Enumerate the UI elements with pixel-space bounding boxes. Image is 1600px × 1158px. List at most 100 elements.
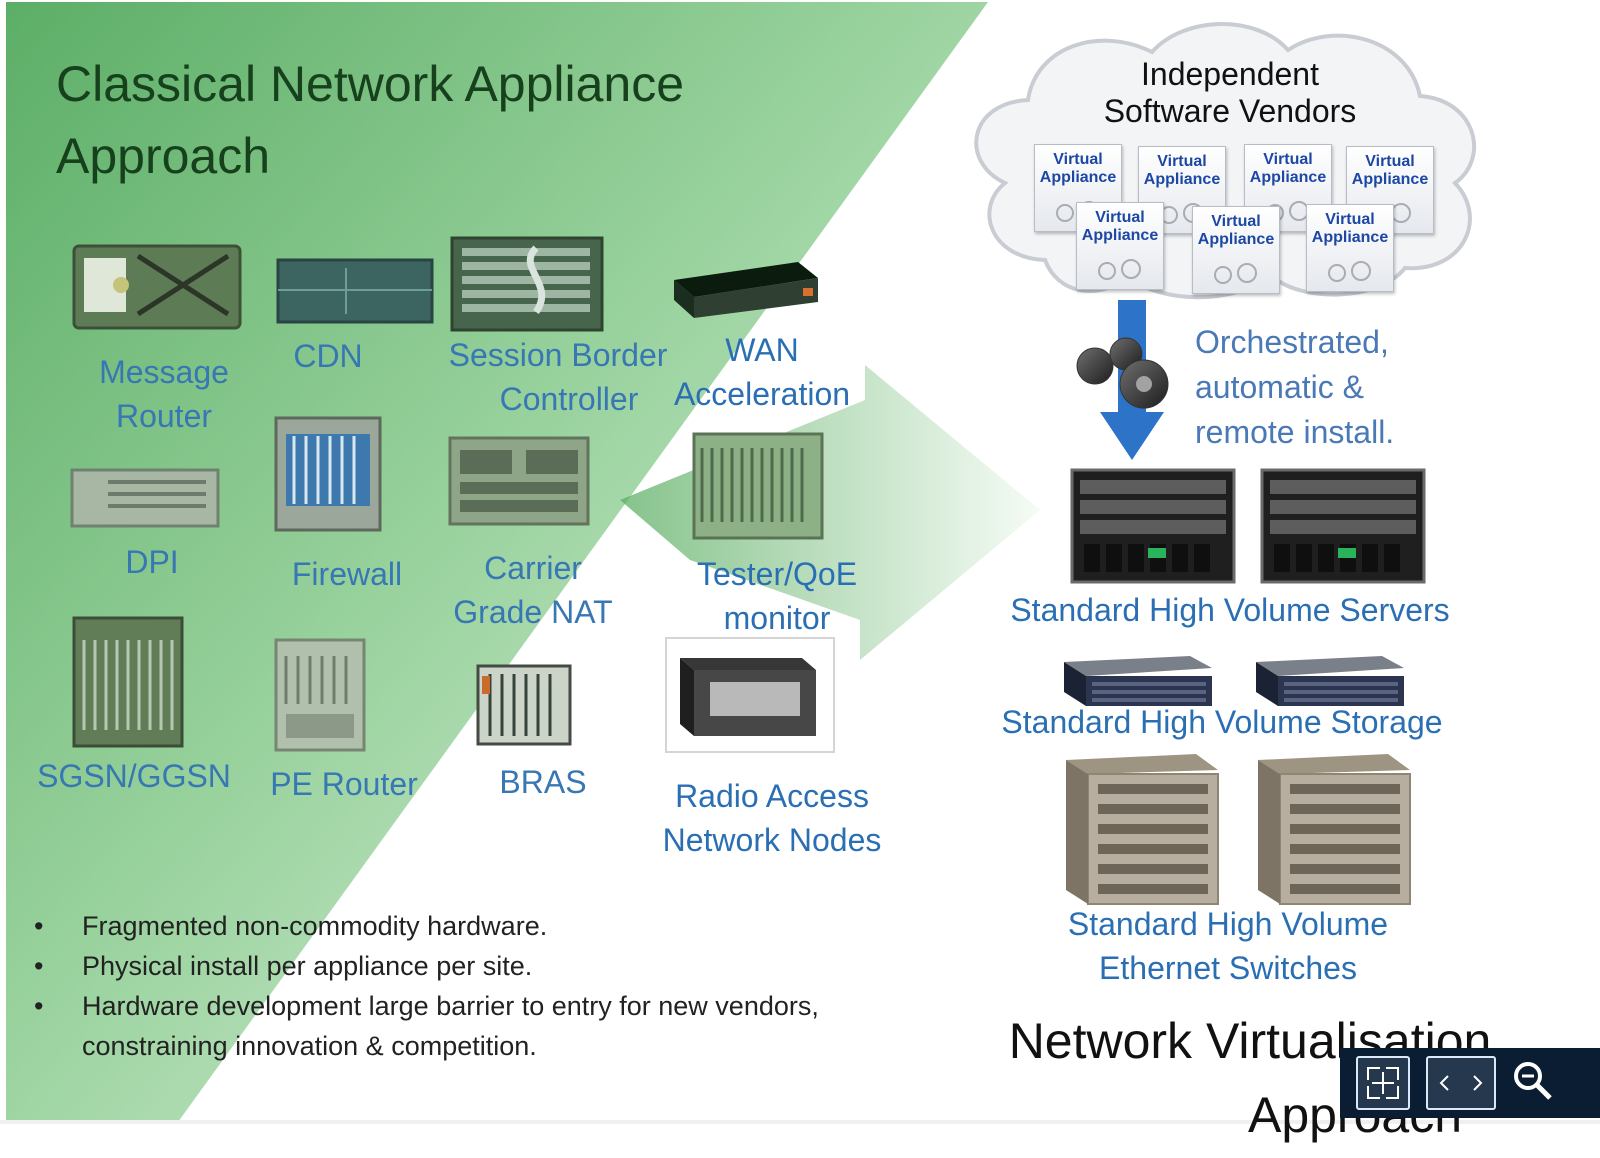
classical-approach-bullets: •Fragmented non-commodity hardware. •Phy… <box>34 906 834 1066</box>
bras-device-image <box>476 664 572 746</box>
virtual-appliance-label-line-1: Virtual <box>1325 211 1375 228</box>
virtual-appliance-label-line-2: Appliance <box>1249 169 1327 186</box>
orchestration-line-3: remote install. <box>1195 414 1395 450</box>
wan-acceleration-device-image <box>674 262 818 318</box>
firewall-device-image <box>274 416 382 532</box>
virtual-appliance-label-line-1: Virtual <box>1263 151 1313 168</box>
tester-qoe-monitor-label-line-1: Tester/QoE <box>696 556 858 592</box>
orchestration-arrow <box>1076 300 1169 460</box>
cdn-label: CDN <box>288 334 368 378</box>
sgsn-ggsn-label: SGSN/GGSN <box>36 754 232 798</box>
switches-label-line-2: Ethernet Switches <box>1099 950 1357 986</box>
virtual-appliance-label-line-2: Appliance <box>1039 169 1117 186</box>
session-border-controller-label-line-1: Session Border <box>448 337 668 373</box>
virtual-appliance-label-line-1: Virtual <box>1211 213 1261 230</box>
cdn-label-line-1: CDN <box>293 338 363 374</box>
switches-label: Standard High Volume Ethernet Switches <box>1028 902 1428 990</box>
bullet-text: Hardware development large barrier to en… <box>82 991 819 1061</box>
wan-acceleration-label-line-1: WAN <box>725 332 799 368</box>
ethernet-switch-image <box>1066 754 1219 905</box>
radio-access-network-nodes-label-line-1: Radio Access <box>675 778 869 814</box>
expand-width-button[interactable] <box>1426 1056 1496 1110</box>
tester-qoe-monitor-label: Tester/QoE monitor <box>688 552 866 640</box>
viewer-toolbar <box>1340 1048 1600 1118</box>
dpi-device-image <box>70 468 220 528</box>
radio-access-network-nodes-label: Radio Access Network Nodes <box>650 774 894 862</box>
cloud-title-line-1: Independent <box>1141 56 1319 92</box>
virtual-appliance-label-line-2: Appliance <box>1081 227 1159 244</box>
storage-array-image <box>1256 656 1404 706</box>
pe-router-label: PE Router <box>266 762 422 806</box>
bras-label-line-1: BRAS <box>499 764 587 800</box>
left-title-line-2: Approach <box>56 128 271 184</box>
fit-to-screen-button[interactable] <box>1356 1056 1410 1110</box>
tester-qoe-monitor-device-image <box>692 432 824 540</box>
virtual-appliance-label-line-2: Appliance <box>1311 229 1389 246</box>
servers-label: Standard High Volume Servers <box>1010 592 1450 628</box>
dpi-label: DPI <box>122 540 182 584</box>
zoom-out-button[interactable] <box>1508 1056 1558 1106</box>
gears-icon <box>1214 263 1257 284</box>
virtual-appliance-label-line-1: Virtual <box>1095 209 1145 226</box>
virtual-appliance-label-line-1: Virtual <box>1365 153 1415 170</box>
orchestration-text: Orchestrated, automatic & remote install… <box>1195 320 1394 455</box>
orchestration-line-1: Orchestrated, <box>1195 324 1389 360</box>
carrier-grade-nat-label: Carrier Grade NAT <box>448 546 618 634</box>
virtual-appliance-label-line-2: Appliance <box>1197 231 1275 248</box>
radio-access-network-nodes-label-line-2: Network Nodes <box>662 822 882 858</box>
radio-access-network-nodes-device-image <box>665 637 835 753</box>
gears-icon <box>1328 261 1371 282</box>
bullet-item: •Physical install per appliance per site… <box>34 946 834 986</box>
sgsn-ggsn-device-image <box>72 616 184 748</box>
pe-router-device-image <box>274 638 366 752</box>
session-border-controller-label: Session Border Controller <box>444 333 672 421</box>
virtual-appliance-tile: Virtual Appliance <box>1244 144 1332 232</box>
message-router-device-image <box>72 244 242 330</box>
bullet-item: •Fragmented non-commodity hardware. <box>34 906 834 946</box>
tester-qoe-monitor-label-line-2: monitor <box>723 600 831 636</box>
wan-acceleration-label: WAN Acceleration <box>664 328 860 416</box>
switches-label-line-1: Standard High Volume <box>1067 906 1389 942</box>
message-router-label-line-1: Message <box>99 354 229 390</box>
storage-array-image <box>1064 656 1212 706</box>
cdn-device-image <box>276 258 434 324</box>
left-title: Classical Network Appliance Approach <box>56 48 684 192</box>
session-border-controller-device-image <box>450 236 604 332</box>
left-title-line-1: Classical Network Appliance <box>56 56 685 112</box>
virtual-appliance-tile: Virtual Appliance <box>1192 206 1280 294</box>
dpi-label-line-1: DPI <box>125 544 179 580</box>
message-router-label-line-2: Router <box>115 398 213 434</box>
virtual-appliance-tile: Virtual Appliance <box>1306 204 1394 292</box>
gears-icon <box>1098 259 1141 280</box>
bullet-text: Physical install per appliance per site. <box>82 951 533 981</box>
transition-arrow <box>620 365 1040 660</box>
bullet-text: Fragmented non-commodity hardware. <box>82 911 548 941</box>
virtual-appliance-label-line-1: Virtual <box>1157 153 1207 170</box>
storage-label: Standard High Volume Storage <box>1001 704 1443 740</box>
virtual-appliance-label-line-2: Appliance <box>1351 171 1429 188</box>
virtual-appliance-label-line-2: Appliance <box>1143 171 1221 188</box>
pe-router-label-line-1: PE Router <box>270 766 418 802</box>
message-router-label: Message Router <box>94 350 234 438</box>
carrier-grade-nat-label-line-2: Grade NAT <box>453 594 613 630</box>
bullet-item: •Hardware development large barrier to e… <box>34 986 834 1066</box>
sgsn-ggsn-label-line-1: SGSN/GGSN <box>37 758 231 794</box>
server-rack-image <box>1260 468 1426 584</box>
orchestration-line-2: automatic & <box>1195 369 1364 405</box>
carrier-grade-nat-device-image <box>448 436 590 526</box>
cloud-title: Independent Software Vendors <box>1065 56 1395 130</box>
virtual-appliance-label-line-1: Virtual <box>1053 151 1103 168</box>
firewall-label-line-1: Firewall <box>291 556 403 592</box>
fit-to-screen-icon <box>1367 1067 1399 1099</box>
zoom-out-icon <box>1514 1062 1552 1100</box>
bras-label: BRAS <box>498 760 588 804</box>
virtual-appliance-tile: Virtual Appliance <box>1076 202 1164 290</box>
wan-acceleration-label-line-2: Acceleration <box>673 376 851 412</box>
session-border-controller-label-line-2: Controller <box>499 381 639 417</box>
firewall-label: Firewall <box>284 552 410 596</box>
cloud-title-line-2: Software Vendors <box>1103 93 1357 129</box>
server-rack-image <box>1070 468 1236 584</box>
ethernet-switch-image <box>1258 754 1411 905</box>
expand-width-icon <box>1439 1075 1483 1091</box>
